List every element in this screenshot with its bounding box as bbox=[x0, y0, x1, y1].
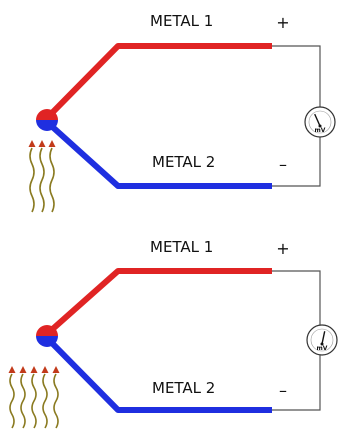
metal2-label: METAL 2 bbox=[152, 153, 215, 171]
metal1-wire bbox=[44, 43, 272, 121]
junction-dot-icon bbox=[36, 109, 58, 131]
minus-sign: – bbox=[279, 381, 287, 400]
heat-wave-icon bbox=[38, 140, 46, 213]
metal2-label: METAL 2 bbox=[152, 379, 215, 397]
metal2-wire bbox=[44, 335, 272, 413]
heat-waves bbox=[8, 366, 60, 429]
meter-unit-label: mV bbox=[317, 345, 328, 352]
heat-wave-icon bbox=[41, 366, 49, 429]
heat-waves bbox=[28, 140, 56, 213]
plus-sign: + bbox=[276, 239, 289, 258]
millivoltmeter-icon: mV bbox=[304, 106, 336, 138]
plus-sign: + bbox=[276, 13, 289, 32]
minus-sign: – bbox=[279, 155, 287, 174]
heat-wave-icon bbox=[30, 366, 38, 429]
metal2-wire bbox=[44, 119, 272, 189]
heat-wave-icon bbox=[19, 366, 27, 429]
junction-dot-icon bbox=[36, 325, 58, 347]
thermocouple-diagram-bottom: METAL 1 + METAL 2 – mV bbox=[8, 238, 338, 429]
thermocouple-diagram-top: METAL 1 + METAL 2 – mV bbox=[28, 12, 336, 213]
heat-wave-icon bbox=[28, 140, 36, 213]
millivoltmeter-icon: mV bbox=[306, 324, 338, 356]
metal1-label: METAL 1 bbox=[150, 12, 213, 30]
heat-wave-icon bbox=[52, 366, 60, 429]
metal1-label: METAL 1 bbox=[150, 238, 213, 256]
meter-unit-label: mV bbox=[315, 127, 326, 134]
heat-wave-icon bbox=[48, 140, 56, 213]
metal1-wire bbox=[45, 268, 272, 337]
heat-wave-icon bbox=[8, 366, 16, 429]
